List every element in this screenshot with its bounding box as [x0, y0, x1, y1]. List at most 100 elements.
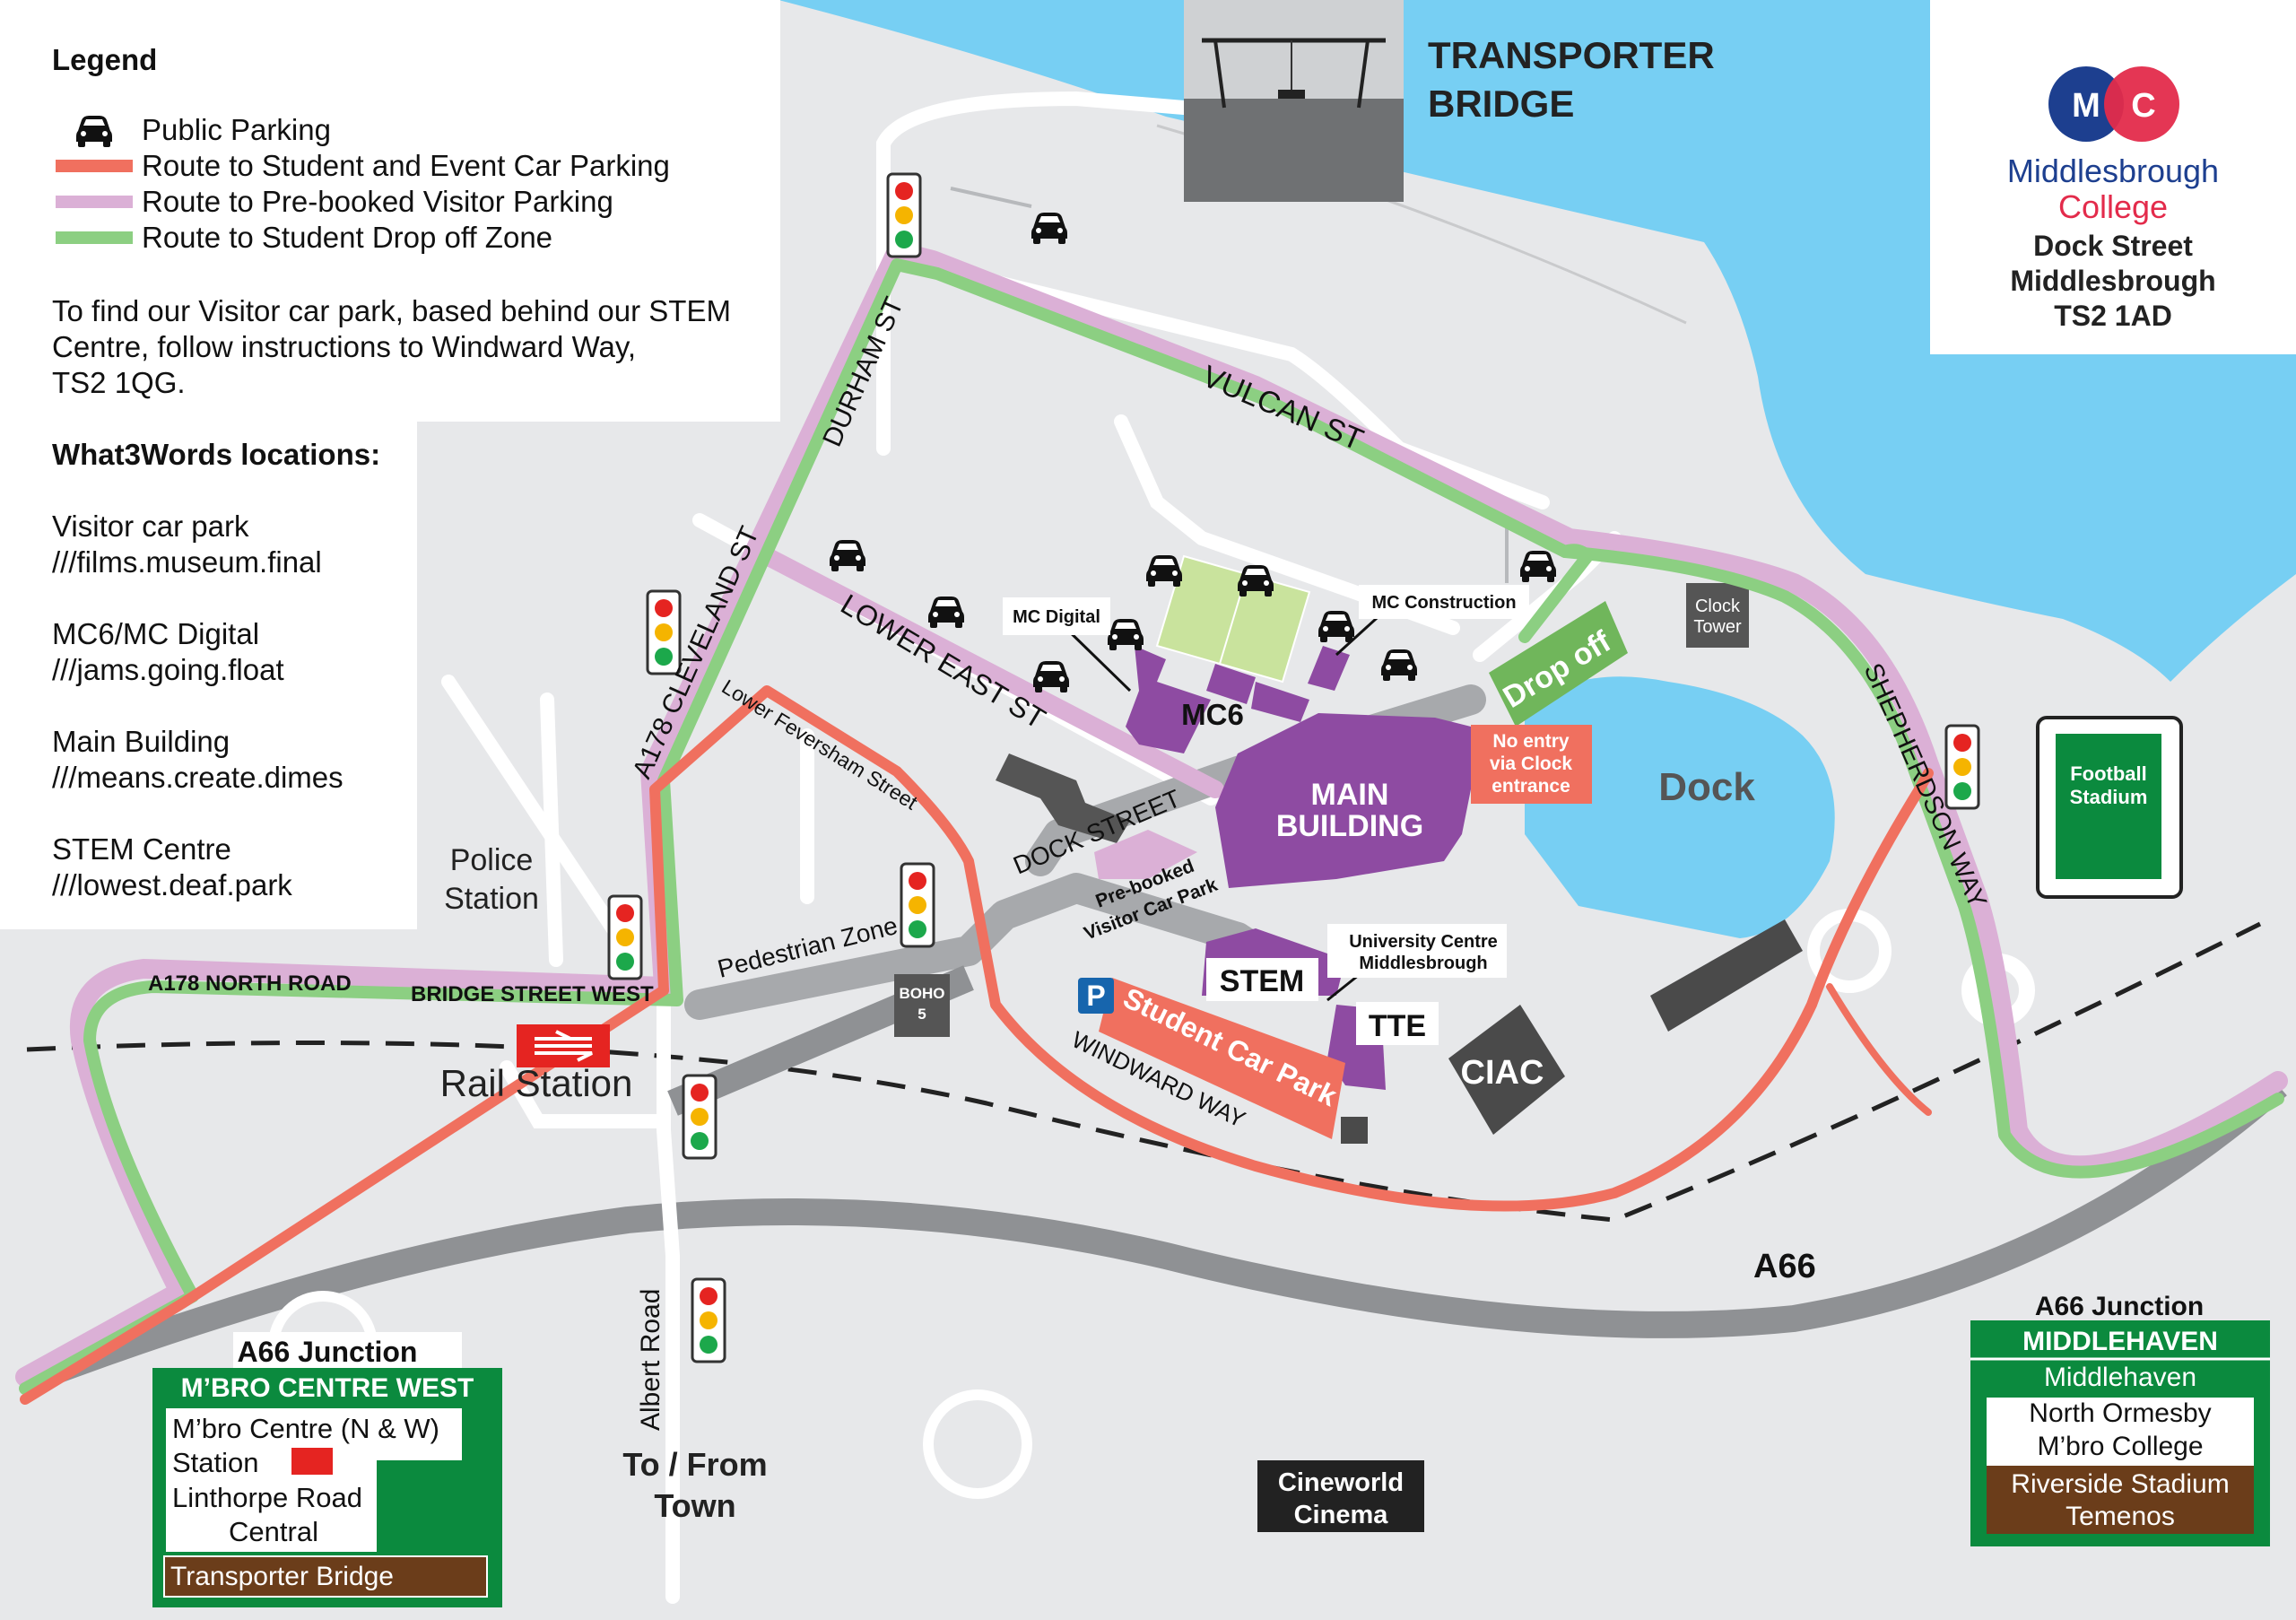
parking-p-sign	[1078, 978, 1114, 1014]
visitor-route	[15, 241, 2288, 1387]
mc6-label: MC6	[1181, 698, 1244, 731]
dock-label: Dock	[1658, 765, 1755, 809]
legend-title: Legend	[52, 43, 158, 76]
sign-west-heading: A66 Junction	[238, 1336, 418, 1368]
sign-west-title: M’BRO CENTRE WEST	[181, 1373, 474, 1403]
drop-off-zone	[1489, 601, 1628, 727]
ciac-label: CIAC	[1461, 1054, 1544, 1092]
rail-station-icon	[517, 1024, 610, 1067]
police-label-1: Police	[450, 843, 534, 877]
college-logo: M C	[2048, 66, 2179, 142]
clock-tower-box	[1686, 583, 1749, 648]
car-icon	[76, 116, 112, 147]
instructions-line-3: TS2 1QG.	[52, 366, 186, 399]
university-centre-label-2: Middlesbrough	[1359, 954, 1487, 973]
sign-a66-east: A66 Junction MIDDLEHAVEN Middlehaven Nor…	[1970, 1292, 2270, 1546]
label-north-road: A178 NORTH ROAD	[148, 971, 352, 996]
main-building-label-2: BUILDING	[1276, 809, 1423, 843]
ciac-building	[1448, 1005, 1565, 1135]
cineworld-label-2: Cinema	[1294, 1501, 1389, 1529]
legend-swatch-dropoff	[56, 231, 133, 244]
label-albert-road: Albert Road	[636, 1289, 665, 1431]
instructions-line-2: Centre, follow instructions to Windward …	[52, 330, 637, 363]
no-entry-label-3: entrance	[1492, 776, 1570, 797]
label-bridge-street: BRIDGE STREET WEST	[411, 982, 654, 1006]
w3w-code-1: ///films.museum.final	[52, 545, 322, 579]
cineworld-label-1: Cineworld	[1278, 1468, 1404, 1497]
transporter-label-1: TRANSPORTER	[1428, 34, 1715, 76]
cineworld-cinema: Cineworld Cinema	[1257, 1460, 1424, 1532]
student-route	[20, 685, 1934, 1405]
to-from-town-label-1: To / From	[622, 1446, 767, 1483]
sign-west-line-3: Linthorpe Road	[172, 1482, 362, 1513]
football-label-1: Football	[2070, 762, 2147, 785]
no-entry-label-1: No entry	[1492, 731, 1570, 752]
dock-water	[1525, 676, 1835, 938]
legend-panel	[0, 0, 780, 422]
transporter-label-2: BRIDGE	[1428, 83, 1574, 125]
legend-item-dropoff: Route to Student Drop off Zone	[142, 221, 553, 254]
w3w-title: What3Words locations:	[52, 438, 381, 471]
to-from-town-label-2: Town	[654, 1487, 735, 1524]
w3w-code-4: ///lowest.deaf.park	[52, 868, 292, 901]
legend-panel-lower	[0, 420, 417, 929]
clock-tower-label-1: Clock	[1695, 597, 1741, 616]
rail-station-label: Rail Station	[440, 1062, 633, 1104]
boho-label-2: 5	[918, 1006, 926, 1023]
label-vulcan-st: VULCAN ST	[1197, 359, 1369, 457]
a66-road	[22, 1075, 2287, 1395]
student-car-park	[1099, 978, 1345, 1139]
label-lower-feversham: Lower Feversham Street	[718, 675, 922, 814]
sign-east-title: MIDDLEHAVEN	[2022, 1327, 2218, 1356]
college-name-1: Middlesbrough	[2006, 152, 2220, 189]
stem-label: STEM	[1220, 964, 1304, 998]
w3w-name-1: Visitor car park	[52, 510, 249, 543]
mc6-building	[1126, 646, 1211, 753]
transporter-bridge-photo	[1184, 0, 1404, 202]
w3w-name-2: MC6/MC Digital	[52, 617, 260, 650]
w3w-code-3: ///means.create.dimes	[52, 761, 344, 794]
address-line-2: Middlesbrough	[2010, 265, 2216, 297]
w3w-name-3: Main Building	[52, 725, 230, 758]
college-name-2: College	[2057, 188, 2169, 225]
boho-box	[894, 974, 950, 1037]
no-entry-label-2: via Clock	[1490, 753, 1573, 774]
football-label-2: Stadium	[2070, 786, 2148, 808]
instructions-line-1: To find our Visitor car park, based behi…	[52, 294, 731, 327]
legend-item-student: Route to Student and Event Car Parking	[142, 149, 670, 182]
visitor-car-park	[1094, 830, 1197, 879]
mc-digital-label: MC Digital	[1013, 607, 1100, 627]
sign-east-line-1: North Ormesby	[2029, 1398, 2211, 1428]
legend-swatch-visitor	[56, 196, 133, 208]
university-centre-label-1: University Centre	[1349, 932, 1498, 952]
no-entry-box	[1471, 725, 1592, 804]
logo-m: M	[2072, 87, 2100, 125]
mc-construction-label: MC Construction	[1371, 593, 1516, 613]
sign-east-brown-2: Temenos	[2066, 1502, 2175, 1531]
sign-west-line-4: Central	[229, 1516, 318, 1547]
tte-label: TTE	[1369, 1009, 1426, 1043]
college-panel	[1930, 0, 2296, 354]
dropoff-route	[19, 258, 2284, 1395]
logo-c: C	[2131, 87, 2155, 125]
sign-west-line-2: Station	[172, 1447, 259, 1478]
label-a66: A66	[1753, 1248, 1816, 1285]
sign-east-brown-1: Riverside Stadium	[2011, 1469, 2229, 1499]
mc-construction-building	[1308, 646, 1350, 691]
sign-west-brown: Transporter Bridge	[170, 1562, 394, 1591]
sign-east-heading: A66 Junction	[2035, 1292, 2204, 1321]
sign-east-line-2: M’bro College	[2037, 1432, 2203, 1461]
police-label-2: Station	[444, 882, 539, 916]
legend-item-parking: Public Parking	[142, 113, 331, 146]
football-stadium: Football Stadium	[2036, 716, 2183, 899]
address-line-3: TS2 1AD	[2054, 300, 2172, 332]
clock-tower-label-2: Tower	[1693, 617, 1742, 637]
address-line-1: Dock Street	[2033, 230, 2193, 262]
boho-label-1: BOHO	[900, 985, 945, 1002]
sign-west-line-1: M’bro Centre (N & W)	[172, 1413, 439, 1444]
sign-east-green: Middlehaven	[2044, 1363, 2196, 1392]
w3w-name-4: STEM Centre	[52, 832, 231, 866]
sign-a66-west: A66 Junction M’BRO CENTRE WEST M’bro Cen…	[152, 1332, 502, 1607]
legend-item-visitor: Route to Pre-booked Visitor Parking	[142, 185, 613, 218]
w3w-code-2: ///jams.going.float	[52, 653, 284, 686]
